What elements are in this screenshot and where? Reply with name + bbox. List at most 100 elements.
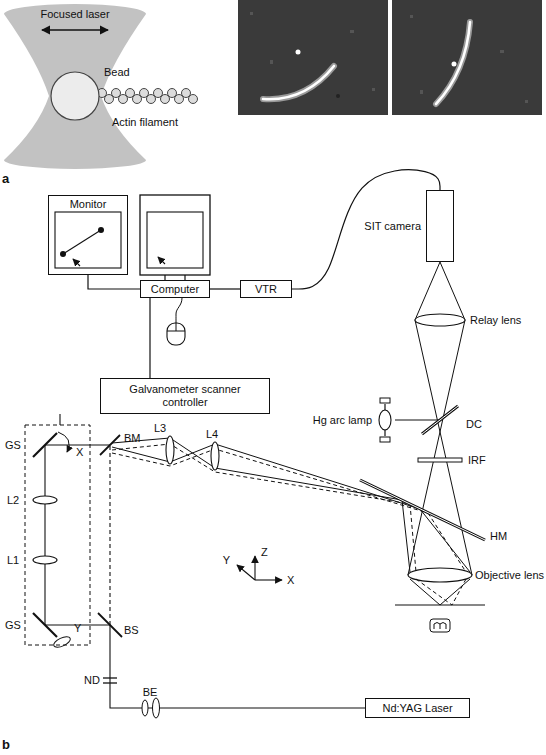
beam-splitter	[98, 613, 122, 637]
lens-symbol	[33, 556, 57, 564]
control-wire	[59, 414, 60, 425]
sample-slide	[395, 604, 485, 605]
part-label: b	[2, 738, 10, 751]
laser-box: Nd:YAG Laser	[365, 698, 470, 718]
nd-filter	[103, 682, 117, 683]
part-label: Z	[261, 547, 268, 558]
noise-speck	[420, 90, 423, 94]
bead-spot	[452, 62, 457, 67]
laser-beam-dashed	[109, 445, 110, 625]
noise-speck	[500, 50, 504, 53]
part-label: L4	[206, 429, 218, 440]
laser-focus	[4, 4, 146, 169]
half-mirror	[360, 480, 485, 540]
focus-ray	[410, 579, 440, 605]
focus-ray	[440, 579, 470, 605]
axis-arrow	[254, 556, 255, 580]
part-label: HM	[490, 531, 507, 542]
mouse-button	[176, 323, 177, 331]
cable-line	[88, 275, 140, 289]
node-label: Nd:YAG Laser	[382, 702, 452, 715]
part-label: BS	[124, 625, 139, 636]
focus-ray-dashed	[452, 579, 466, 605]
laser-beam-dashed	[112, 444, 410, 504]
lamp-light	[395, 420, 440, 421]
lens-symbol	[166, 436, 174, 464]
part-label: DC	[466, 419, 482, 430]
hg-lamp-symbol	[379, 410, 391, 430]
part-label: Hg arc lamp	[313, 415, 372, 426]
part-label: L1	[7, 555, 19, 566]
laser-beam	[402, 500, 410, 572]
part-label: a	[2, 172, 9, 185]
focus-ray-dashed	[416, 579, 452, 605]
node-label: VTR	[255, 283, 277, 296]
cable-line	[292, 170, 440, 289]
ir-filter	[418, 458, 462, 462]
lamp-cap	[380, 437, 390, 442]
illuminator-symbol	[430, 619, 450, 632]
bead	[51, 72, 99, 120]
part-label: IRF	[468, 455, 486, 466]
relay-lens	[415, 314, 465, 326]
noise-speck	[525, 100, 528, 103]
filament-image	[263, 66, 334, 99]
double-arrow	[42, 29, 108, 30]
laser-beam	[420, 509, 470, 572]
axis-arrow	[237, 565, 255, 580]
part-label: X	[287, 575, 294, 586]
monitor-screen	[147, 212, 203, 268]
node-label: SIT camera	[364, 220, 421, 233]
cable-line	[210, 288, 240, 289]
rotation-arrow	[58, 432, 69, 452]
image-ray	[408, 320, 465, 575]
filament-glow	[436, 22, 470, 104]
bead-spot	[296, 50, 301, 55]
mouse-cable	[176, 298, 182, 323]
filament-glow	[263, 66, 334, 99]
axis-arrow	[255, 579, 282, 580]
filament-image	[436, 22, 470, 104]
beam-expander-lens	[142, 700, 148, 716]
cursor-arrow	[158, 257, 165, 264]
laser-beam-dashed	[410, 504, 416, 572]
lens-symbol	[33, 496, 57, 504]
cable-line	[149, 298, 150, 378]
micrograph	[392, 0, 542, 115]
node-label: Monitor	[70, 198, 107, 211]
part-label: L2	[7, 495, 19, 506]
part-label: Actin filament	[112, 117, 178, 128]
dark-spot	[336, 94, 340, 98]
controller-box: Galvanometer scanner controller	[100, 378, 270, 414]
part-label: L3	[154, 423, 166, 434]
part-label: Bead	[104, 67, 130, 78]
scanner-group-box	[25, 425, 90, 645]
node-label: Computer	[151, 283, 199, 296]
image-ray	[415, 320, 472, 575]
nd-filter	[103, 677, 117, 678]
monitor-box: Monitor	[48, 195, 128, 275]
dichroic-mirror	[422, 406, 458, 434]
noise-speck	[250, 12, 253, 15]
monitor-screen	[55, 212, 121, 268]
micrograph	[238, 0, 388, 115]
part-label: X	[76, 447, 83, 458]
cursor-arrow	[73, 259, 80, 266]
laser-beam	[112, 444, 420, 509]
noise-speck	[372, 88, 375, 91]
beam-expander-lens	[153, 698, 160, 718]
part-label: BM	[124, 433, 141, 444]
image-ray	[415, 262, 440, 320]
lamp-cap	[380, 398, 390, 403]
actin-monomer	[189, 95, 198, 104]
part-label: Y	[223, 555, 230, 566]
rotation-arrow	[52, 635, 72, 650]
noise-speck	[270, 60, 273, 64]
part-label: GS	[5, 440, 21, 451]
laser-beam	[110, 625, 365, 708]
part-label: Y	[74, 623, 81, 634]
part-label: ND	[84, 675, 100, 686]
image-ray	[440, 262, 465, 320]
